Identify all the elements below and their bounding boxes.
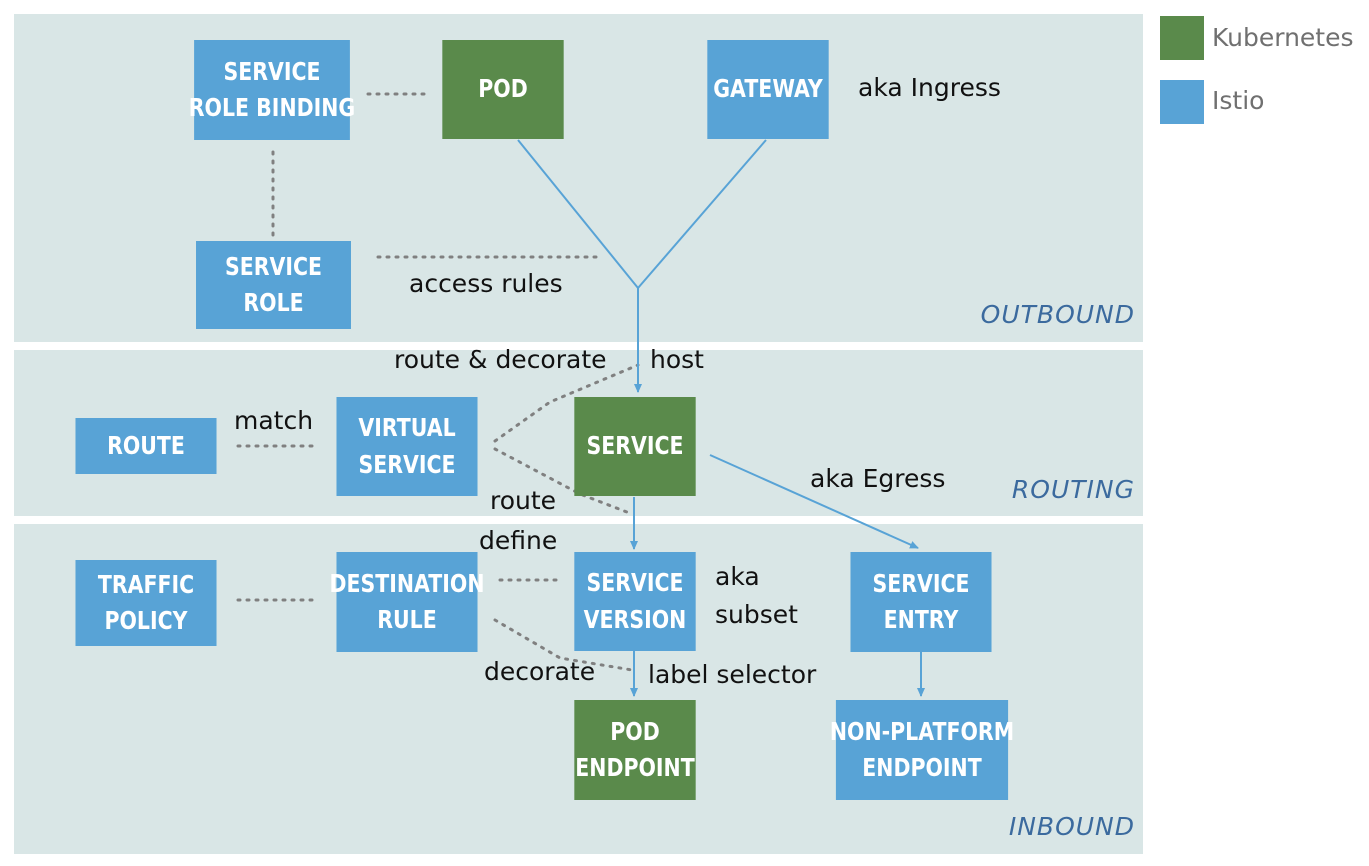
- label-access-rules: access rules: [409, 269, 563, 298]
- band-label-routing: ROUTING: [1011, 475, 1135, 504]
- node-text: TRAFFIC POLICY: [98, 567, 194, 640]
- node-service-role: SERVICE ROLE: [196, 241, 351, 329]
- node-line: POD: [610, 716, 660, 746]
- link-gateway-merge: [637, 139, 767, 289]
- node-line: SERVICE: [223, 56, 321, 86]
- node-pod-endpoint: POD ENDPOINT: [574, 700, 696, 800]
- node-service-entry: SERVICE ENTRY: [850, 552, 992, 652]
- node-service-role-binding: SERVICE ROLE BINDING: [189, 40, 355, 140]
- band-label-outbound: OUTBOUND: [980, 300, 1135, 329]
- node-route: ROUTE: [75, 418, 217, 474]
- legend-label-istio: Istio: [1212, 86, 1265, 115]
- node-text: SERVICE ROLE BINDING: [189, 54, 355, 127]
- node-line: ENTRY: [883, 605, 959, 634]
- node-text: SERVICE ROLE: [225, 249, 322, 322]
- node-line: RULE: [377, 605, 437, 634]
- node-line: GATEWAY: [713, 74, 823, 104]
- label-host: host: [650, 345, 704, 374]
- label-aka-ingress: aka Ingress: [858, 73, 1001, 102]
- label-route-decorate: route & decorate: [394, 345, 607, 374]
- label-subset: subset: [715, 600, 798, 629]
- node-traffic-policy: TRAFFIC POLICY: [75, 560, 217, 646]
- label-label-selector: label selector: [648, 660, 817, 689]
- node-text: SERVICE VERSION: [584, 565, 687, 638]
- node-line: NON-PLATFORM: [829, 716, 1015, 746]
- node-text: ROUTE: [107, 428, 185, 464]
- node-text: POD ENDPOINT: [575, 714, 694, 787]
- node-line: SERVICE: [586, 568, 684, 598]
- label-aka-egress: aka Egress: [810, 464, 946, 493]
- node-gateway: GATEWAY: [707, 40, 829, 139]
- node-service-version: SERVICE VERSION: [574, 552, 696, 651]
- node-service: SERVICE: [574, 397, 696, 496]
- node-line: VERSION: [583, 604, 687, 634]
- node-non-platform-endpoint: NON-PLATFORM ENDPOINT: [830, 700, 1014, 800]
- node-line: ROLE BINDING: [188, 93, 356, 122]
- node-destination-rule: DESTINATION RULE: [329, 552, 485, 652]
- node-text: GATEWAY: [713, 71, 823, 107]
- node-pod: POD: [442, 40, 564, 139]
- node-line: VIRTUAL: [358, 413, 456, 443]
- node-virtual-service: VIRTUAL SERVICE: [336, 397, 478, 496]
- arrow-service-entry: [709, 454, 919, 549]
- legend-swatch-istio: [1160, 80, 1204, 124]
- node-line: SERVICE: [586, 431, 684, 461]
- legend-label-kubernetes: Kubernetes: [1212, 23, 1354, 52]
- label-define: define: [479, 526, 558, 555]
- node-line: POD: [478, 74, 528, 104]
- node-line: DESTINATION: [329, 568, 485, 598]
- link-destination-pod-endpoint: [493, 618, 634, 672]
- node-line: TRAFFIC: [97, 569, 195, 599]
- node-text: VIRTUAL SERVICE: [358, 410, 455, 483]
- node-line: ENDPOINT: [575, 753, 695, 782]
- node-line: SERVICE: [872, 568, 970, 598]
- node-line: ROUTE: [107, 430, 185, 460]
- node-line: SERVICE: [358, 449, 456, 479]
- link-pod-merge: [517, 139, 639, 289]
- label-aka: aka: [715, 562, 760, 591]
- node-text: DESTINATION RULE: [329, 566, 484, 639]
- band-label-inbound: INBOUND: [1008, 812, 1135, 841]
- label-route: route: [490, 486, 557, 515]
- label-match: match: [234, 406, 314, 435]
- node-text: NON-PLATFORM ENDPOINT: [830, 714, 1014, 787]
- node-text: POD: [478, 71, 527, 107]
- node-line: ROLE: [243, 288, 304, 317]
- legend-swatch-kubernetes: [1160, 16, 1204, 60]
- node-text: SERVICE ENTRY: [872, 566, 969, 639]
- node-line: ENDPOINT: [862, 753, 982, 782]
- node-line: SERVICE: [224, 251, 323, 281]
- node-text: SERVICE: [586, 428, 683, 464]
- label-decorate: decorate: [484, 657, 596, 686]
- node-line: POLICY: [104, 606, 188, 635]
